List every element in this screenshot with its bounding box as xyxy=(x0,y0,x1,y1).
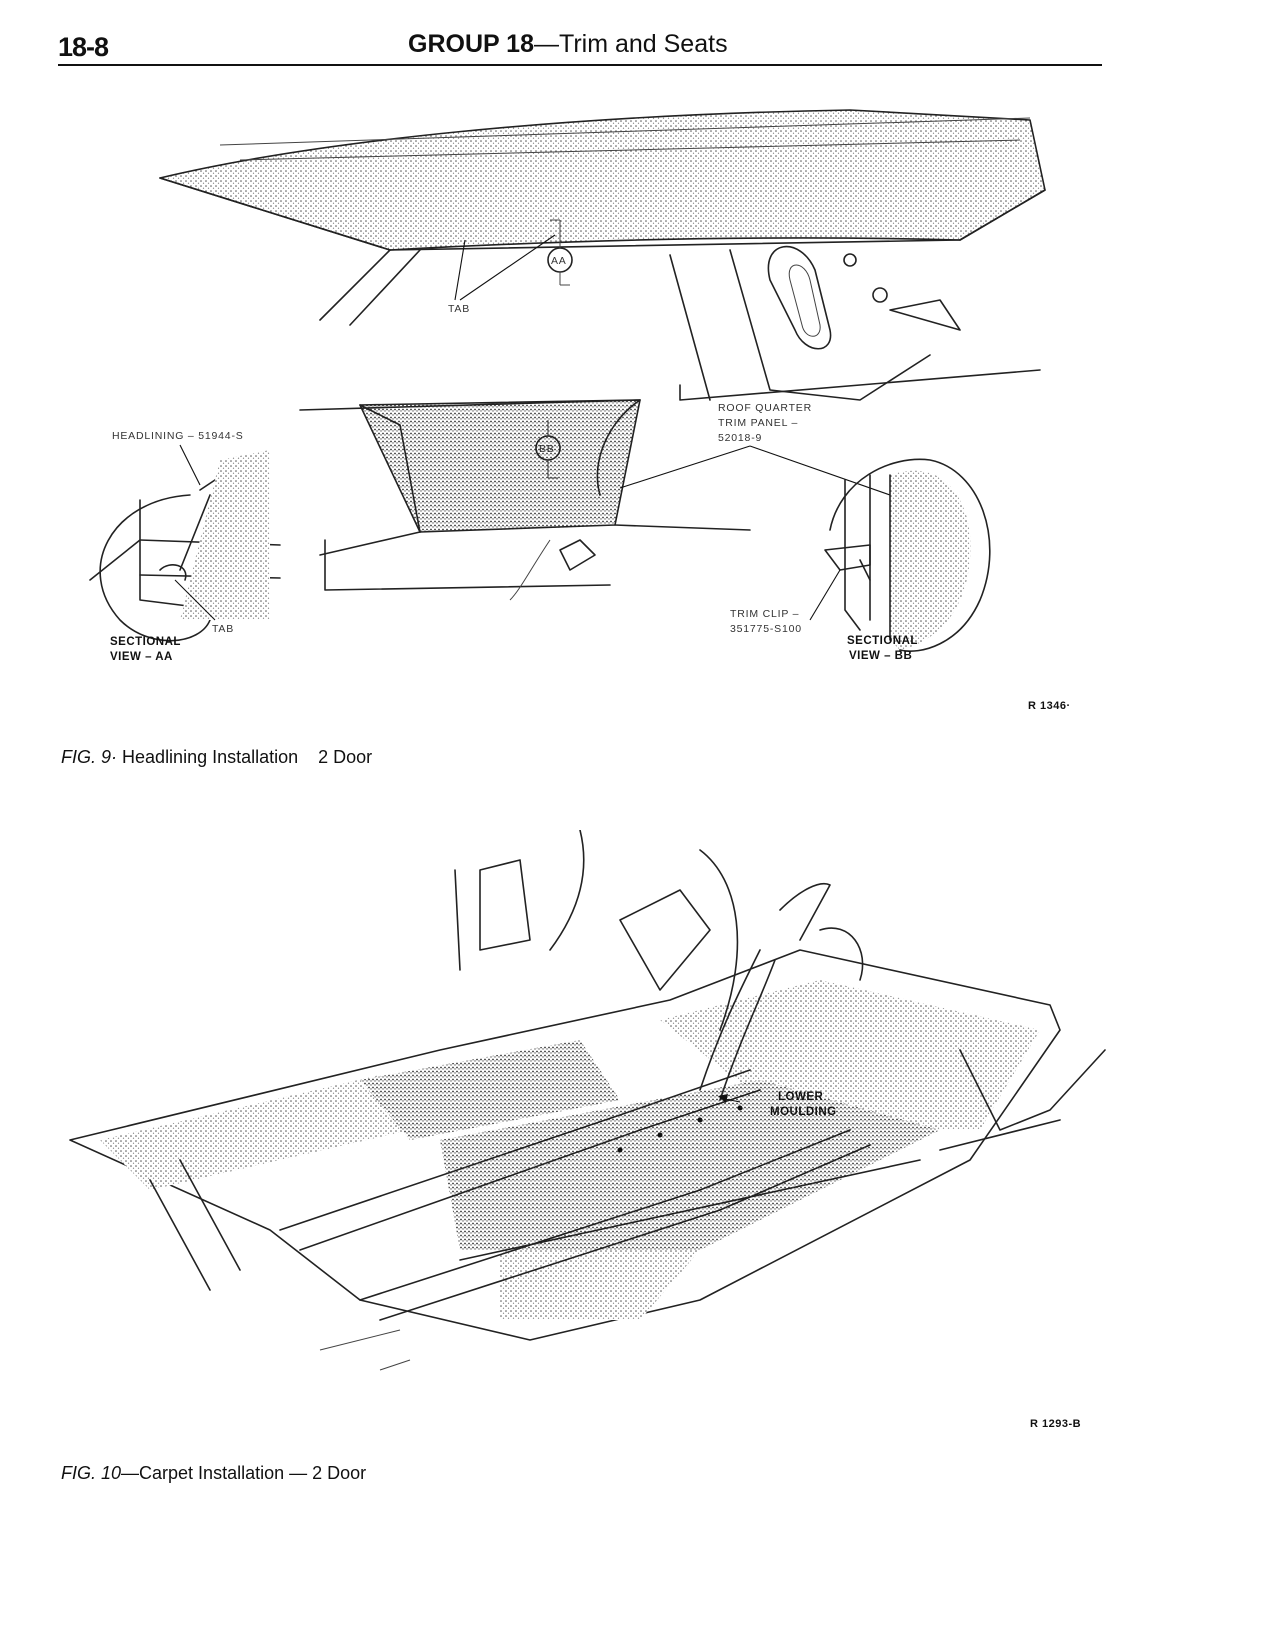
header-rule xyxy=(58,64,1102,66)
figure-10-carpet-illustration: LOWER MOULDING xyxy=(60,830,1110,1400)
headlining-label: HEADLINING – 51944-S xyxy=(112,430,244,442)
tab-label-top: TAB xyxy=(448,303,470,315)
rear-carpet-left xyxy=(100,1075,410,1190)
sectional-view-bb-circle xyxy=(829,458,991,652)
sectional-aa-line2: VIEW – AA xyxy=(110,651,173,663)
page-number: 18-8 xyxy=(58,32,109,62)
sectional-bb-line1: SECTIONAL xyxy=(847,635,918,647)
trim-clip-label-line1: TRIM CLIP – xyxy=(730,608,799,620)
page-header: 18-8 GROUP 18—Trim and Seats xyxy=(58,28,1102,68)
figure-9-caption: FIG. 9· Headlining Installation 2 Door xyxy=(61,747,372,768)
roof-quarter-label-line1: ROOF QUARTER xyxy=(718,402,812,414)
trim-clip-label-line2: 351775-S100 xyxy=(730,623,802,635)
sectional-view-bb-shading xyxy=(890,470,971,650)
front-carpet-floor xyxy=(440,1080,940,1250)
moulding-label: MOULDING xyxy=(770,1106,837,1118)
tab-label-bottom: TAB xyxy=(212,623,234,635)
group-label: GROUP 18 xyxy=(408,30,534,58)
carpet-front-edge xyxy=(500,1250,700,1320)
floor-pan-outline xyxy=(69,949,1061,1341)
carpet-drawing: LOWER MOULDING xyxy=(69,830,1106,1371)
rear-carpet-center xyxy=(360,1040,620,1140)
figure-10-caption: FIG. 10—Carpet Installation — 2 Door xyxy=(61,1463,366,1484)
roof-headlining-shape xyxy=(159,109,1046,251)
figure-9-caption-text: Headlining Installation 2 Door xyxy=(122,747,373,767)
group-title: GROUP 18—Trim and Seats xyxy=(408,30,728,59)
figure-9-headlining-illustration: TAB AA BB ROOF QUARTER TRIM PANEL – 5201… xyxy=(70,100,1102,700)
lower-label: LOWER xyxy=(778,1091,823,1103)
roof-quarter-label-line3: 52018-9 xyxy=(718,432,762,444)
headlining-section-shading xyxy=(180,450,270,620)
bb-marker-label: BB xyxy=(539,443,555,455)
quarter-window xyxy=(767,245,832,350)
figure-9-caption-prefix: FIG. 9· xyxy=(61,747,118,767)
sectional-bb-line2: VIEW – BB xyxy=(849,650,912,662)
roof-quarter-label-line2: TRIM PANEL – xyxy=(718,417,798,429)
figure-10-caption-text: —Carpet Installation — 2 Door xyxy=(121,1463,367,1483)
sectional-view-aa-circle xyxy=(99,494,211,642)
group-subtitle: —Trim and Seats xyxy=(533,30,728,58)
headlining-drawing: TAB AA BB ROOF QUARTER TRIM PANEL – 5201… xyxy=(89,109,1046,663)
sectional-aa-line1: SECTIONAL xyxy=(110,636,181,648)
figure-10-caption-prefix: FIG. 10 xyxy=(61,1463,122,1483)
aa-marker-label: AA xyxy=(551,255,567,267)
figure-10-reference-code: R 1293-B xyxy=(1030,1418,1082,1430)
figure-9-reference-code: R 1346· xyxy=(1028,700,1071,712)
